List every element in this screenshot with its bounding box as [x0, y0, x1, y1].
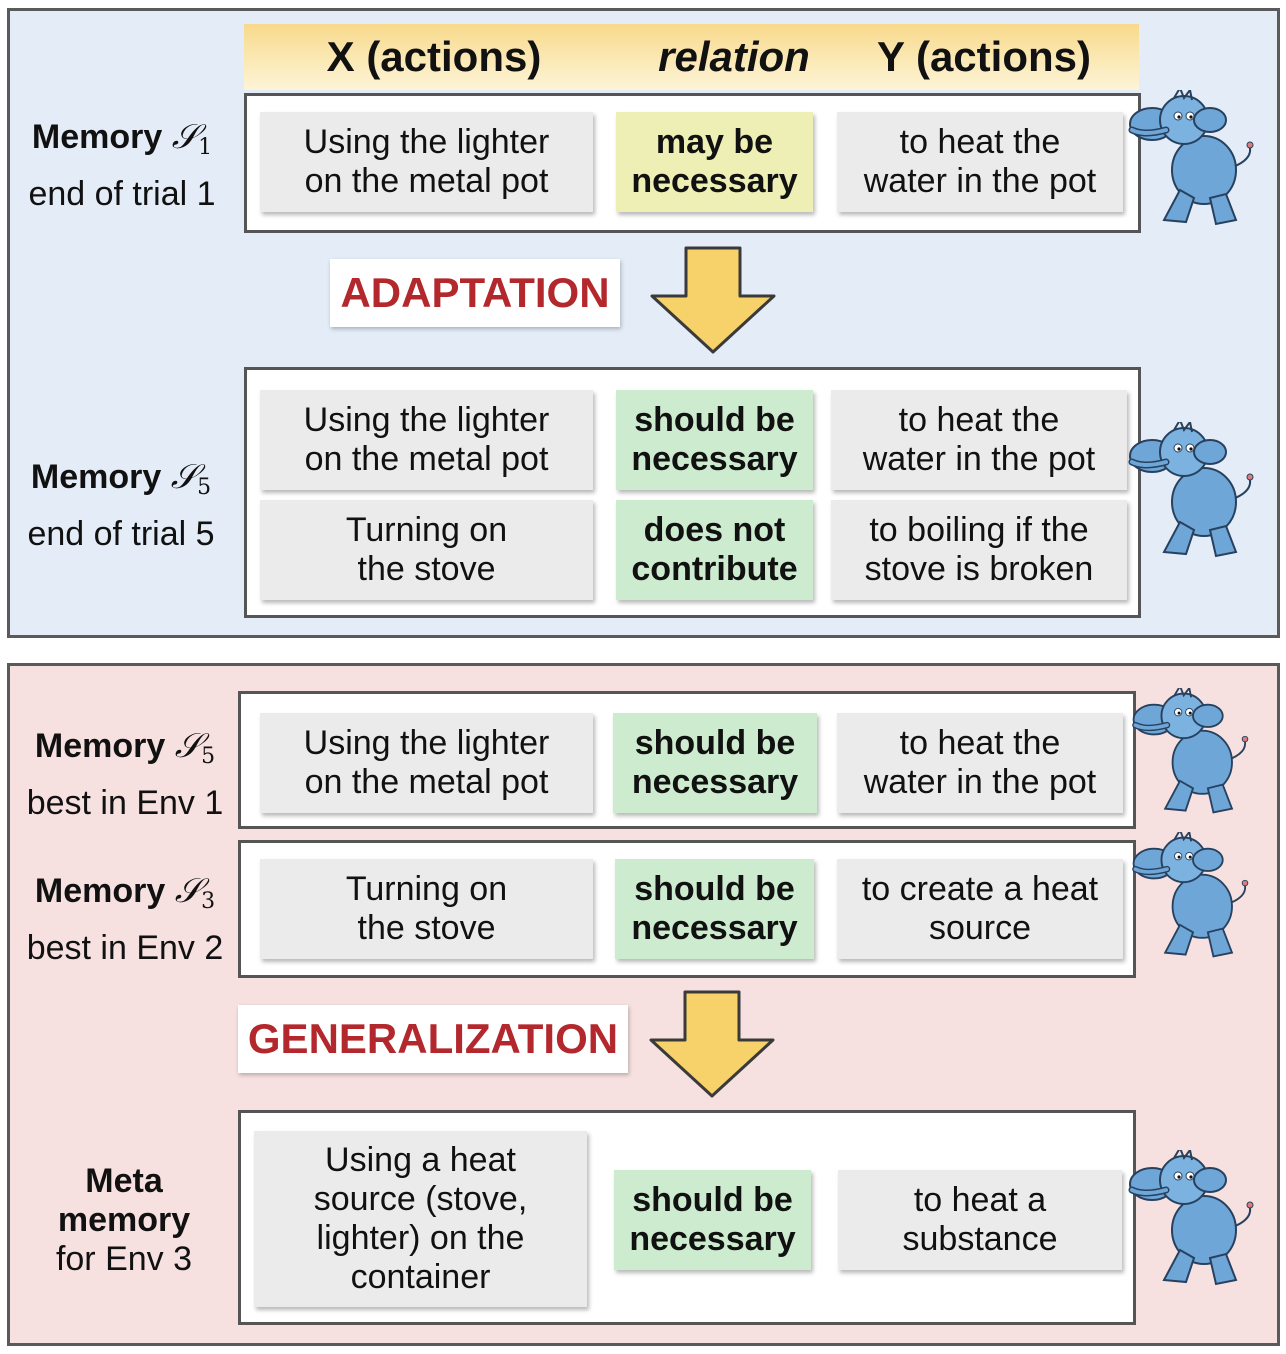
y-action-cell: to heat the water in the pot — [831, 390, 1127, 490]
down-arrow-icon — [649, 990, 775, 1098]
y-action-cell: to create a heat source — [837, 859, 1123, 959]
relation-cell: may be necessary — [616, 112, 813, 212]
x-action-cell: Using a heat source (stove, lighter) on … — [254, 1131, 587, 1307]
y-action-cell: to heat the water in the pot — [837, 112, 1123, 212]
relation-cell: should be necessary — [615, 859, 814, 959]
horton-elephant-icon — [1124, 90, 1264, 230]
memory-s5-env1-label: Memory 𝒮5 best in Env 1 — [26, 726, 224, 822]
memory-env2-group: Turning on the stove should be necessary… — [238, 840, 1136, 978]
memory-s1-group: Using the lighter on the metal pot may b… — [244, 93, 1141, 233]
adaptation-banner: ADAPTATION — [330, 259, 620, 327]
relation-header: relation — [658, 33, 810, 80]
memory-s5-group: Using the lighter on the metal pot shoul… — [244, 367, 1141, 618]
column-header-bar: X (actions) relation Y (actions) — [244, 24, 1139, 90]
memory-env1-group: Using the lighter on the metal pot shoul… — [238, 691, 1136, 829]
x-actions-header: X (actions) — [326, 33, 542, 80]
y-action-cell: to boiling if the stove is broken — [831, 500, 1127, 600]
relation-cell: does not contribute — [616, 500, 813, 600]
x-action-cell: Turning on the stove — [260, 500, 593, 600]
horton-elephant-icon — [1124, 1150, 1264, 1290]
horton-elephant-icon — [1124, 422, 1264, 562]
y-action-cell: to heat a substance — [838, 1170, 1122, 1270]
down-arrow-icon — [650, 246, 776, 354]
generalization-banner: GENERALIZATION — [238, 1005, 628, 1073]
relation-cell: should be necessary — [613, 713, 817, 813]
memory-s3-env2-label: Memory 𝒮3 best in Env 2 — [26, 871, 224, 967]
relation-cell: should be necessary — [616, 390, 813, 490]
memory-s1-label: Memory 𝒮1 end of trial 1 — [28, 117, 216, 213]
horton-elephant-icon — [1128, 832, 1258, 962]
x-action-cell: Using the lighter on the metal pot — [260, 713, 593, 813]
meta-memory-group: Using a heat source (stove, lighter) on … — [238, 1110, 1136, 1325]
relation-cell: should be necessary — [614, 1170, 811, 1270]
memory-s5-label: Memory 𝒮5 end of trial 5 — [27, 457, 215, 553]
x-action-cell: Using the lighter on the metal pot — [260, 390, 593, 490]
y-actions-header: Y (actions) — [877, 33, 1091, 80]
meta-memory-label: Meta memory for Env 3 — [55, 1162, 193, 1278]
y-action-cell: to heat the water in the pot — [837, 713, 1123, 813]
x-action-cell: Turning on the stove — [260, 859, 593, 959]
x-action-cell: Using the lighter on the metal pot — [260, 112, 593, 212]
horton-elephant-icon — [1128, 688, 1258, 818]
